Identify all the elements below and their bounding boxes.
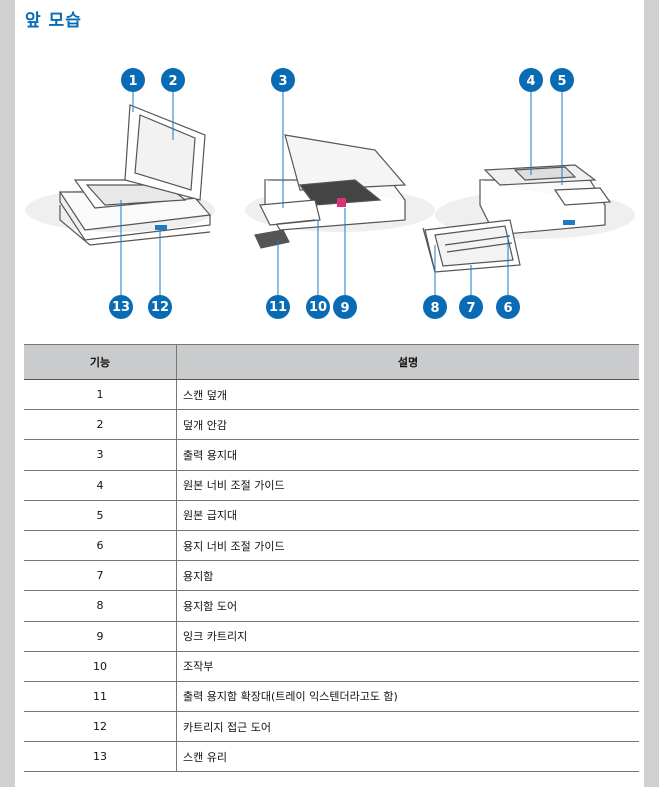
callout-badge-6: 6 xyxy=(496,295,520,319)
row-number: 2 xyxy=(24,409,177,441)
svg-text:7: 7 xyxy=(466,301,475,316)
svg-text:3: 3 xyxy=(278,74,287,89)
svg-text:11: 11 xyxy=(269,300,287,315)
row-description: 원본 너비 조절 가이드 xyxy=(176,470,639,501)
row-number: 1 xyxy=(24,379,177,411)
row-description: 스캔 유리 xyxy=(176,741,639,773)
callout-badge-7: 7 xyxy=(459,295,483,319)
row-description: 용지함 도어 xyxy=(176,590,639,622)
row-description: 원본 급지대 xyxy=(176,500,639,531)
svg-text:5: 5 xyxy=(557,74,566,89)
row-number: 5 xyxy=(24,500,177,531)
row-description: 카트리지 접근 도어 xyxy=(176,711,639,743)
callout-badge-10: 10 xyxy=(306,295,330,319)
svg-text:6: 6 xyxy=(503,301,512,316)
svg-text:8: 8 xyxy=(430,301,439,316)
callout-badge-2: 2 xyxy=(161,68,185,92)
row-number: 6 xyxy=(24,530,177,562)
row-number: 3 xyxy=(24,439,177,471)
callout-badge-13: 13 xyxy=(109,295,133,319)
svg-text:4: 4 xyxy=(526,74,535,89)
callout-badge-9: 9 xyxy=(333,295,357,319)
row-number: 13 xyxy=(24,741,177,773)
svg-text:2: 2 xyxy=(168,74,177,89)
svg-text:1: 1 xyxy=(128,74,137,89)
callout-badge-8: 8 xyxy=(423,295,447,319)
svg-text:9: 9 xyxy=(340,301,349,316)
row-number: 8 xyxy=(24,590,177,622)
row-number: 9 xyxy=(24,621,177,652)
header-feature: 기능 xyxy=(24,344,177,380)
row-description: 덮개 안감 xyxy=(176,409,639,441)
table-header-row: 기능 설명 xyxy=(24,344,639,380)
svg-text:12: 12 xyxy=(151,300,169,315)
callout-badge-11: 11 xyxy=(266,295,290,319)
row-description: 출력 용지대 xyxy=(176,439,639,471)
callout-badge-4: 4 xyxy=(519,68,543,92)
callout-badge-3: 3 xyxy=(271,68,295,92)
row-number: 10 xyxy=(24,651,177,682)
callout-badge-1: 1 xyxy=(121,68,145,92)
document-page: 앞 모습 xyxy=(15,0,644,787)
row-description: 용지 너비 조절 가이드 xyxy=(176,530,639,562)
row-description: 용지함 xyxy=(176,560,639,592)
row-number: 11 xyxy=(24,681,177,713)
header-description: 설명 xyxy=(176,344,639,380)
row-description: 조작부 xyxy=(176,651,639,682)
row-description: 출력 용지함 확장대(트레이 익스텐더라고도 함) xyxy=(176,681,639,713)
row-description: 잉크 카트리지 xyxy=(176,621,639,652)
printer-illustration: 1 2 3 4 5 6 7 8 9 10 11 12 13 xyxy=(25,68,635,319)
row-number: 4 xyxy=(24,470,177,501)
row-description: 스캔 덮개 xyxy=(176,379,639,411)
svg-text:13: 13 xyxy=(112,300,130,315)
row-number: 7 xyxy=(24,560,177,592)
callout-badge-5: 5 xyxy=(550,68,574,92)
row-number: 12 xyxy=(24,711,177,743)
section-title: 앞 모습 xyxy=(25,11,82,31)
callout-badge-12: 12 xyxy=(148,295,172,319)
svg-text:10: 10 xyxy=(309,300,327,315)
